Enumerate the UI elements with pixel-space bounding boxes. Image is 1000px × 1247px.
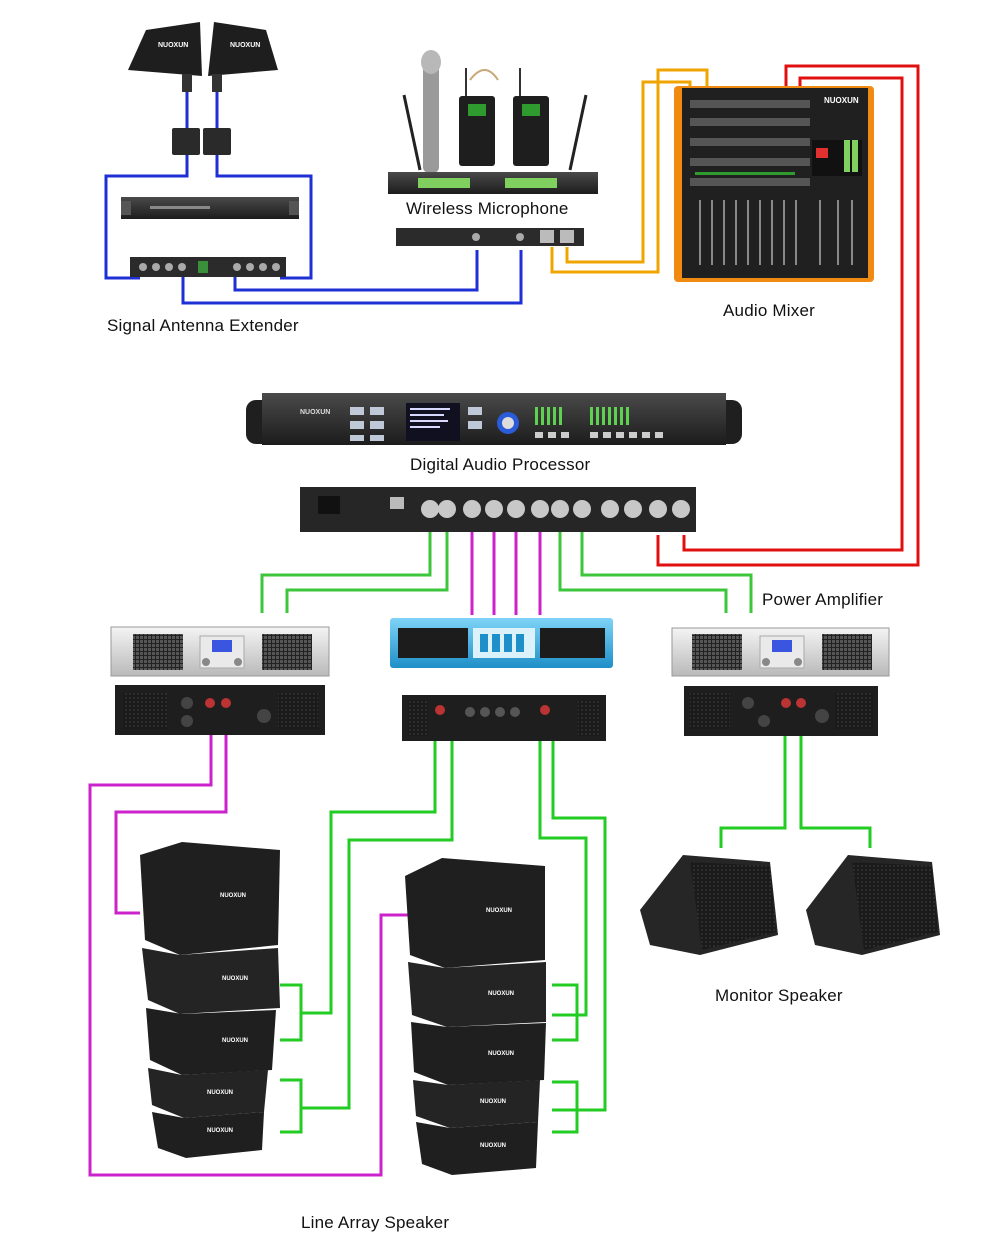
audio-mixer-device: NUOXUN (674, 86, 874, 282)
antenna-extender-unit (121, 197, 299, 219)
digital-audio-processor-front: NUOXUN (246, 393, 742, 445)
svg-text:NUOXUN: NUOXUN (488, 991, 514, 997)
paddle-antenna-left: NUOXUN (128, 22, 202, 92)
monitor-speaker-right (806, 855, 940, 955)
receiver-back-panel (396, 228, 584, 246)
label-monitor-speaker: Monitor Speaker (715, 986, 843, 1005)
antenna-extender-back-panel (130, 257, 286, 277)
svg-text:NUOXUN: NUOXUN (220, 893, 246, 899)
label-signal-antenna-extender: Signal Antenna Extender (107, 316, 299, 335)
svg-text:NUOXUN: NUOXUN (486, 908, 512, 914)
power-amplifier-left-back (115, 685, 325, 735)
mixer-input-cables (550, 68, 709, 274)
power-amplifier-left-front (110, 626, 330, 677)
processor-to-amp-cables (260, 532, 753, 613)
antenna-brand: NUOXUN (158, 42, 188, 49)
paddle-antenna-right: NUOXUN (208, 22, 278, 92)
mixer-output-cables (656, 64, 920, 567)
power-amplifier-center-front (390, 618, 613, 668)
svg-text:NUOXUN: NUOXUN (480, 1099, 506, 1105)
svg-text:NUOXUN: NUOXUN (824, 96, 859, 105)
power-amplifier-right-back (684, 686, 878, 736)
label-audio-mixer: Audio Mixer (723, 301, 815, 320)
power-amplifier-right-front (671, 627, 890, 677)
label-power-amplifier: Power Amplifier (762, 590, 884, 609)
svg-text:NUOXUN: NUOXUN (207, 1128, 233, 1134)
svg-text:NUOXUN: NUOXUN (230, 42, 260, 49)
svg-text:NUOXUN: NUOXUN (207, 1090, 233, 1096)
wireless-microphone-set (388, 50, 598, 194)
monitor-cables (719, 710, 872, 848)
svg-text:NUOXUN: NUOXUN (488, 1051, 514, 1057)
svg-text:NUOXUN: NUOXUN (480, 1143, 506, 1149)
label-wireless-microphone: Wireless Microphone (406, 199, 569, 218)
processor-to-center-amp-cables (470, 532, 542, 615)
line-array-speaker-right: NUOXUN NUOXUN NUOXUN NUOXUN NUOXUN (405, 858, 546, 1175)
monitor-speaker-left (640, 855, 778, 955)
digital-audio-processor-back (300, 487, 696, 532)
left-amp-speaker-cables (88, 708, 410, 1177)
antenna-cables (104, 92, 523, 305)
center-amp-speaker-cables (280, 705, 607, 1134)
svg-text:NUOXUN: NUOXUN (222, 1038, 248, 1044)
svg-text:NUOXUN: NUOXUN (222, 976, 248, 982)
label-digital-audio-processor: Digital Audio Processor (410, 455, 591, 474)
antenna-splitter-boxes (172, 128, 231, 155)
svg-text:NUOXUN: NUOXUN (300, 409, 330, 416)
line-array-speaker-left: NUOXUN NUOXUN NUOXUN NUOXUN NUOXUN (140, 842, 280, 1158)
label-line-array-speaker: Line Array Speaker (301, 1213, 450, 1232)
power-amplifier-center-back (402, 695, 606, 741)
